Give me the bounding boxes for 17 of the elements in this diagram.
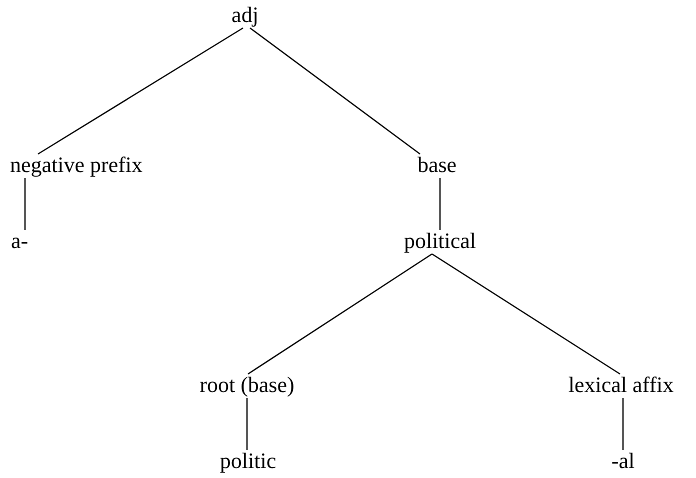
- tree-label: base: [417, 153, 457, 177]
- tree-branch-line: [250, 27, 420, 155]
- tree-label: political: [404, 229, 476, 253]
- tree-branch-line: [246, 398, 248, 450]
- tree-label: politic: [220, 449, 276, 473]
- tree-label: -al: [611, 449, 635, 473]
- tree-label: root (base): [200, 373, 294, 397]
- tree-label: a-: [11, 229, 28, 253]
- tree-label: adj: [232, 3, 258, 27]
- tree-branch-line: [38, 27, 244, 155]
- tree-branch-line: [24, 178, 26, 230]
- tree-branch-line: [248, 253, 432, 375]
- tree-label: negative prefix: [10, 153, 143, 177]
- tree-label: lexical affix: [568, 373, 674, 397]
- tree-branch-line: [439, 178, 441, 230]
- tree-branch-line: [432, 253, 620, 375]
- tree-branch-line: [622, 398, 624, 450]
